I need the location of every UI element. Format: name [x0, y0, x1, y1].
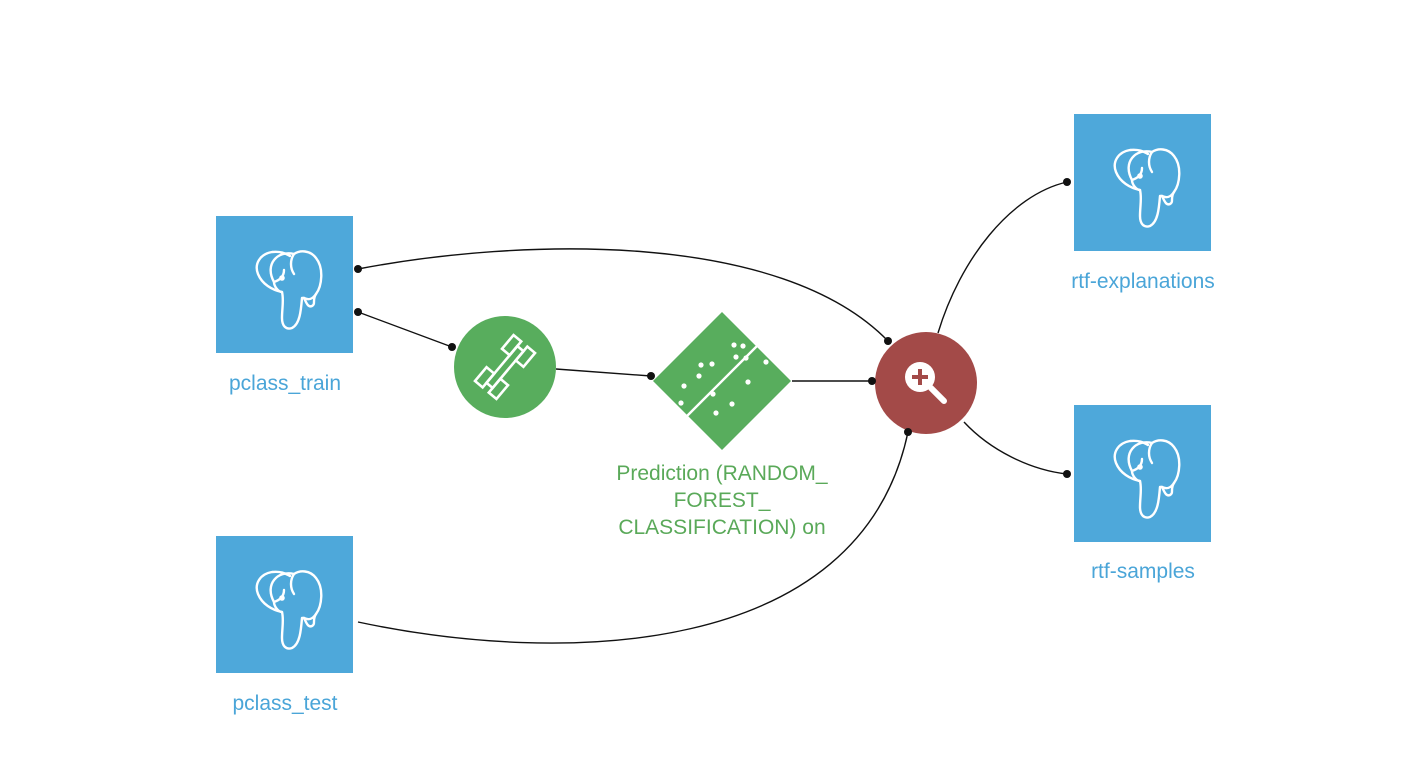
prediction-model-label-line-1: Prediction (RANDOM_ — [616, 462, 828, 485]
dataset-label-pclass-test[interactable]: pclass_test — [232, 692, 338, 715]
dataset-label-pclass-train[interactable]: pclass_train — [228, 372, 342, 395]
port-dot — [868, 377, 876, 385]
dumbbell-icon — [473, 333, 537, 401]
port-dot — [904, 428, 912, 436]
edge-explain-to-rtf-samples — [963, 421, 1068, 475]
prediction-model-label[interactable]: Prediction (RANDOM_ FOREST_ CLASSIFICATI… — [592, 460, 852, 541]
port-dot — [354, 265, 362, 273]
edge-explain-to-rtf-explanations — [937, 181, 1068, 334]
explain-recipe-node[interactable] — [875, 332, 977, 434]
dataset-node-rtf-explanations[interactable] — [1074, 114, 1211, 251]
prediction-model-label-line-2: FOREST_ — [673, 489, 771, 512]
scatter-separator-icon — [678, 342, 769, 417]
training-recipe-node[interactable] — [454, 316, 556, 418]
dataset-label-rtf-samples[interactable]: rtf-samples — [1091, 560, 1195, 583]
prediction-model-node[interactable] — [653, 312, 791, 450]
edge-test-to-explain — [357, 431, 909, 644]
port-dot — [354, 308, 362, 316]
port-dot — [448, 343, 456, 351]
edge-train-to-explain — [357, 248, 889, 342]
zoom-in-icon — [905, 362, 947, 404]
connection-ports — [354, 178, 1071, 478]
dataset-label-rtf-explanations[interactable]: rtf-explanations — [1071, 270, 1215, 293]
dataset-node-pclass-test[interactable] — [216, 536, 353, 673]
port-dot — [647, 372, 655, 380]
port-dot — [884, 337, 892, 345]
dataset-node-rtf-samples[interactable] — [1074, 405, 1211, 542]
dataset-node-pclass-train[interactable] — [216, 216, 353, 353]
prediction-model-label-line-3: CLASSIFICATION) on — [618, 516, 826, 539]
edge-train-to-training-recipe — [357, 311, 453, 348]
port-dot — [1063, 470, 1071, 478]
edge-training-recipe-to-model — [555, 368, 652, 377]
port-dot — [1063, 178, 1071, 186]
edges — [357, 181, 1068, 644]
